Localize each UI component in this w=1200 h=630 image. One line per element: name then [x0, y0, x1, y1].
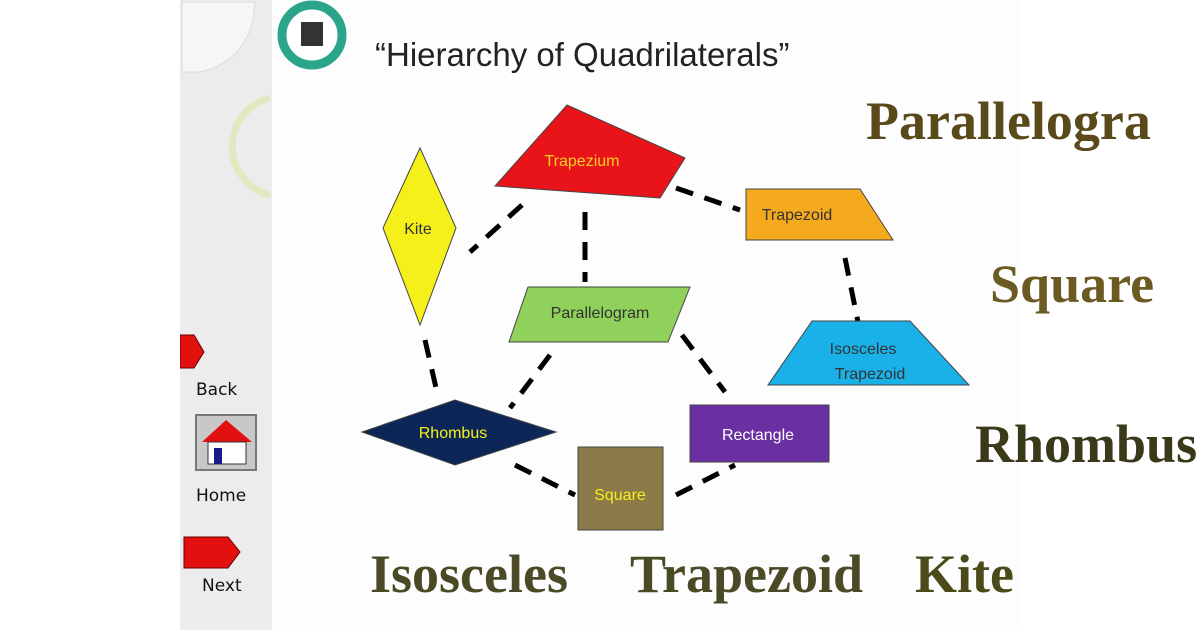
slide-title: “Hierarchy of Quadrilaterals” — [375, 36, 790, 73]
ring-decoration — [228, 94, 271, 199]
trapezium-shape — [493, 104, 686, 199]
overlay-word-square: Square — [990, 254, 1155, 314]
sidebar-decorations — [180, 1, 271, 569]
rhombus-label: Rhombus — [419, 425, 487, 442]
navigation-sidebar: Back Home Next — [180, 0, 272, 630]
overlay-heading-line2: Trapezoid — [630, 544, 863, 604]
isosceles-trapezoid-label-line2: Trapezoid — [835, 366, 906, 383]
page-curl-decoration — [181, 1, 256, 73]
trapezoid-label: Trapezoid — [762, 207, 833, 224]
school-logo — [277, 0, 347, 70]
home-button[interactable]: Home — [196, 486, 247, 506]
isosceles-trapezoid-shape — [767, 320, 971, 386]
overlay-heading-line1: Isosceles — [370, 544, 568, 604]
overlay-word-rhombus: Rhombus — [975, 414, 1198, 474]
back-arrow-icon[interactable] — [180, 334, 205, 369]
parallelogram-label: Parallelogram — [551, 305, 650, 322]
trapezium-label: Trapezium — [545, 153, 620, 170]
connector-lines — [422, 185, 861, 498]
rectangle-label: Rectangle — [722, 427, 794, 444]
next-button[interactable]: Next — [202, 576, 242, 596]
kite-shape — [382, 146, 457, 327]
rhombus-shape — [360, 399, 558, 466]
overlay-word-kite: Kite — [915, 544, 1014, 604]
home-icon[interactable] — [195, 414, 257, 471]
parallelogram-shape — [508, 286, 691, 343]
isosceles-trapezoid-label-line1: Isosceles — [830, 341, 897, 358]
square-shape — [577, 446, 664, 531]
rectangle-shape — [689, 404, 830, 463]
next-arrow-icon[interactable] — [183, 536, 241, 569]
back-button[interactable]: Back — [196, 380, 238, 400]
square-label: Square — [594, 487, 646, 504]
overlay-word-parallelogram: Parallelogra — [866, 91, 1151, 151]
trapezoid-shape — [745, 188, 894, 241]
kite-label: Kite — [404, 221, 432, 238]
